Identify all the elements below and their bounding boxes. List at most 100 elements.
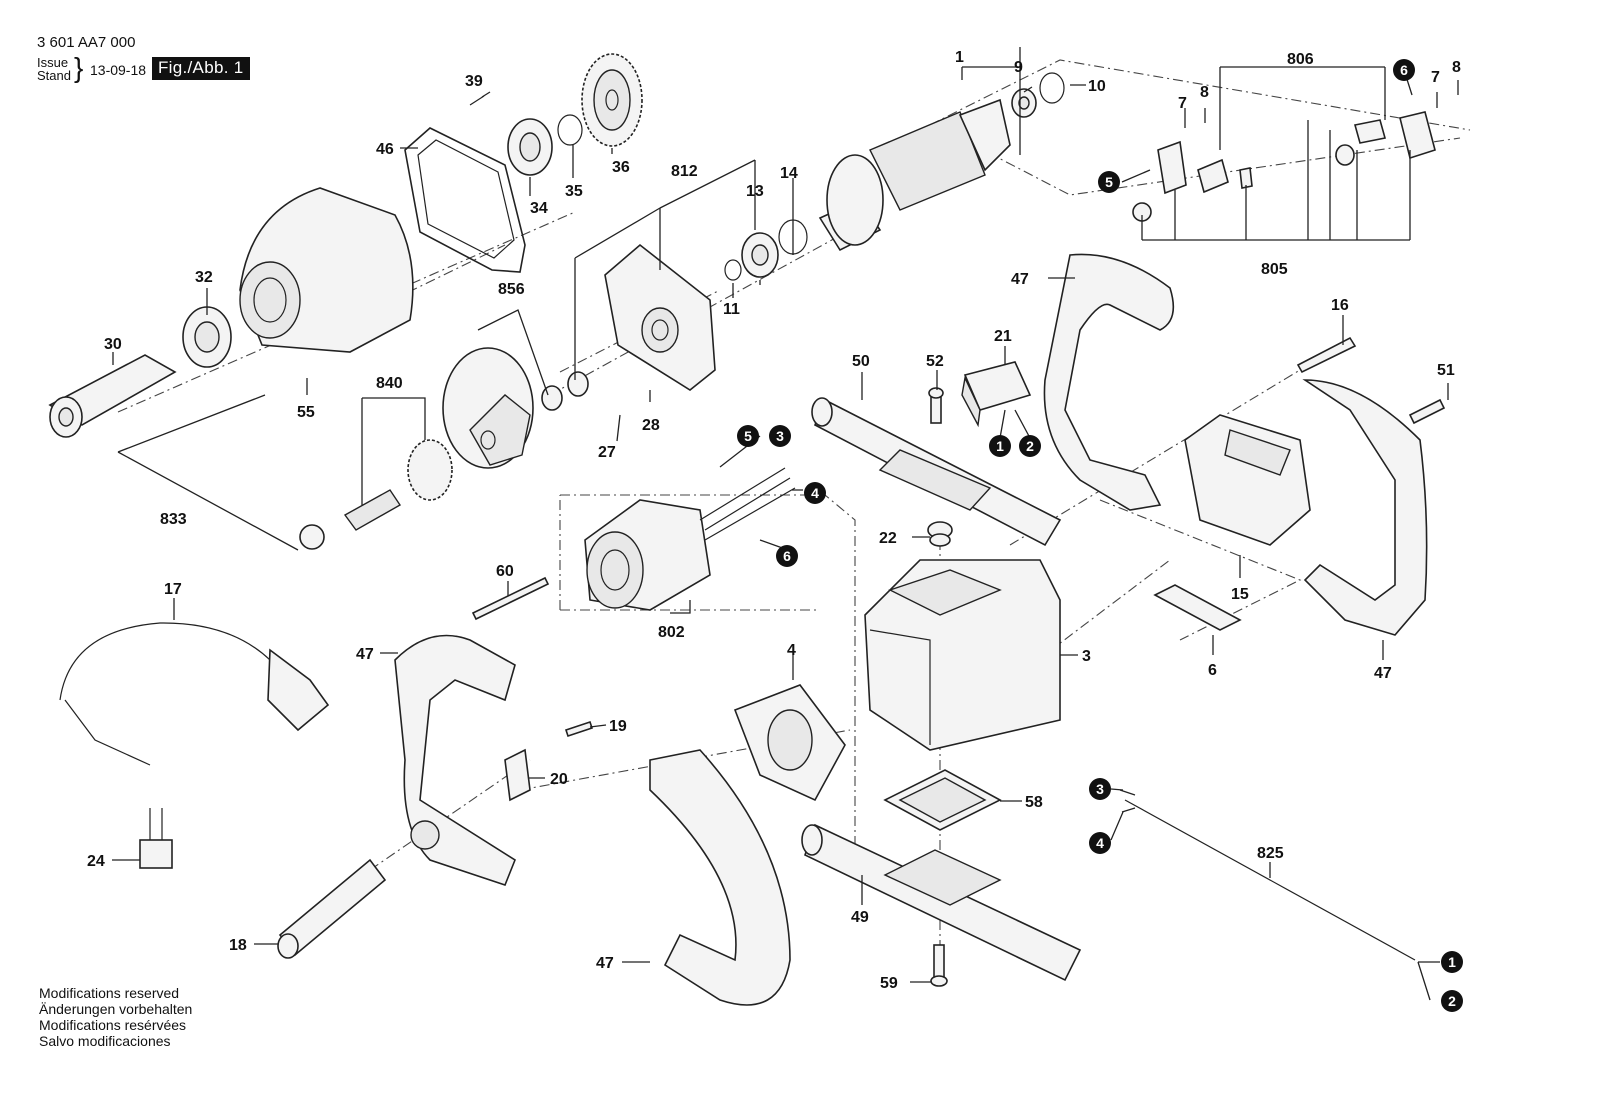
part-tube-50 — [811, 397, 1062, 547]
leader-lines — [112, 47, 1459, 1001]
label-39: 39 — [465, 73, 483, 90]
label-10: 10 — [1088, 78, 1106, 95]
label-11: 11 — [723, 301, 740, 318]
part-bearing-9 — [1011, 88, 1037, 118]
label-24: 24 — [87, 853, 105, 870]
marker-5-stator-text: 5 — [744, 428, 752, 444]
label-28: 28 — [642, 417, 660, 434]
label-3: 3 — [1082, 648, 1091, 665]
stand-label: Stand — [37, 68, 71, 83]
label-51: 51 — [1437, 362, 1455, 379]
part-handle-47-right — [1302, 379, 1428, 636]
marker-3-stator: 3 — [769, 425, 791, 447]
label-35: 35 — [565, 183, 583, 200]
marker-6-stator-text: 6 — [783, 548, 791, 564]
label-21: 21 — [994, 328, 1012, 345]
part-gear-840 — [299, 439, 453, 550]
part-ring-4 — [733, 684, 846, 802]
label-47: 47 — [1374, 665, 1392, 682]
part-motor-housing-3 — [864, 559, 1061, 751]
part-switch-21 — [961, 361, 1032, 428]
label-9: 9 — [1014, 59, 1023, 76]
label-802: 802 — [658, 624, 685, 641]
part-grommet-22 — [927, 521, 953, 547]
part-tube-49 — [801, 823, 1082, 982]
part-handle-47-left — [394, 634, 516, 886]
label-19: 19 — [609, 718, 627, 735]
part-grip-18 — [277, 858, 387, 959]
label-20: 20 — [550, 771, 568, 788]
issue-labels: Issue Stand — [37, 56, 71, 82]
note-line: Salvo modificaciones — [39, 1033, 171, 1049]
marker-3-cable: 3 — [1089, 778, 1111, 800]
label-17: 17 — [164, 581, 182, 598]
label-60: 60 — [496, 563, 514, 580]
marker-2-switch-text: 2 — [1026, 438, 1034, 454]
marker-1-switch-text: 1 — [996, 438, 1004, 454]
label-6: 6 — [1208, 662, 1217, 679]
figure-label: Fig./Abb. 1 — [152, 57, 250, 80]
note-line: Modifications resérvées — [39, 1017, 187, 1033]
note-line: Modifications reserved — [39, 985, 180, 1001]
note-line: Änderungen vorbehalten — [39, 1001, 193, 1017]
part-ring-35 — [557, 114, 583, 146]
part-screw-52 — [928, 387, 944, 424]
part-disc-856 — [442, 347, 534, 469]
label-812: 812 — [671, 163, 698, 180]
part-gear-housing — [239, 187, 414, 353]
label-27: 27 — [598, 444, 616, 461]
label-8: 8 — [1200, 84, 1209, 101]
label-52: 52 — [926, 353, 944, 370]
marker-1-switch: 1 — [989, 435, 1011, 457]
marker-2-switch: 2 — [1019, 435, 1041, 457]
part-cord-17 — [59, 622, 330, 766]
marker-6-top-text: 6 — [1400, 62, 1408, 78]
marker-6-stator: 6 — [776, 545, 798, 567]
marker-4-cable: 4 — [1089, 832, 1111, 854]
part-bearing-34 — [507, 118, 553, 176]
part-armature-1 — [818, 98, 1011, 252]
label-856: 856 — [498, 281, 525, 298]
document-number: 3 601 AA7 000 — [37, 34, 136, 51]
label-8: 8 — [1452, 59, 1461, 76]
part-seal-58 — [883, 769, 1002, 831]
part-ring-11 — [724, 259, 742, 281]
label-1: 1 — [955, 49, 964, 66]
part-screw-60 — [471, 576, 550, 621]
part-sleeve-30 — [48, 354, 177, 438]
part-screw-19 — [564, 720, 594, 738]
issue-label: Issue — [37, 55, 69, 70]
marker-2-cable: 2 — [1441, 990, 1463, 1012]
part-gear-36 — [581, 53, 643, 147]
part-cable-825 — [1119, 789, 1416, 961]
label-47: 47 — [596, 955, 614, 972]
label-55: 55 — [297, 404, 315, 421]
marker-4-stator: 4 — [804, 482, 826, 504]
part-brush-holder-806 — [1335, 111, 1436, 166]
part-gasket-46 — [404, 127, 526, 273]
part-bearing-13 — [741, 232, 779, 278]
part-clamp-20 — [504, 748, 531, 802]
issue-date: 13-09-18 — [90, 62, 147, 78]
part-stator-802 — [584, 467, 796, 611]
label-18: 18 — [229, 937, 247, 954]
marker-5-top: 5 — [1098, 171, 1120, 193]
part-fan-cover-15 — [1184, 414, 1311, 546]
part-screw-51 — [1408, 398, 1446, 425]
label-4: 4 — [787, 642, 796, 659]
label-825: 825 — [1257, 845, 1284, 862]
label-34: 34 — [530, 200, 548, 217]
part-brush-holder-805 — [1132, 140, 1253, 222]
label-47: 47 — [356, 646, 374, 663]
marker-4-stator-text: 4 — [811, 485, 819, 501]
marker-5-stator: 5 — [737, 425, 759, 447]
label-13: 13 — [746, 183, 764, 200]
marker-5-top-text: 5 — [1105, 174, 1113, 190]
label-14: 14 — [780, 165, 798, 182]
part-plug-24 — [139, 808, 173, 869]
label-58: 58 — [1025, 794, 1043, 811]
marker-4-cable-text: 4 — [1096, 835, 1104, 851]
label-16: 16 — [1331, 297, 1349, 314]
wire-markers: 6 5 1 2 5 3 4 6 — [737, 59, 1463, 1012]
